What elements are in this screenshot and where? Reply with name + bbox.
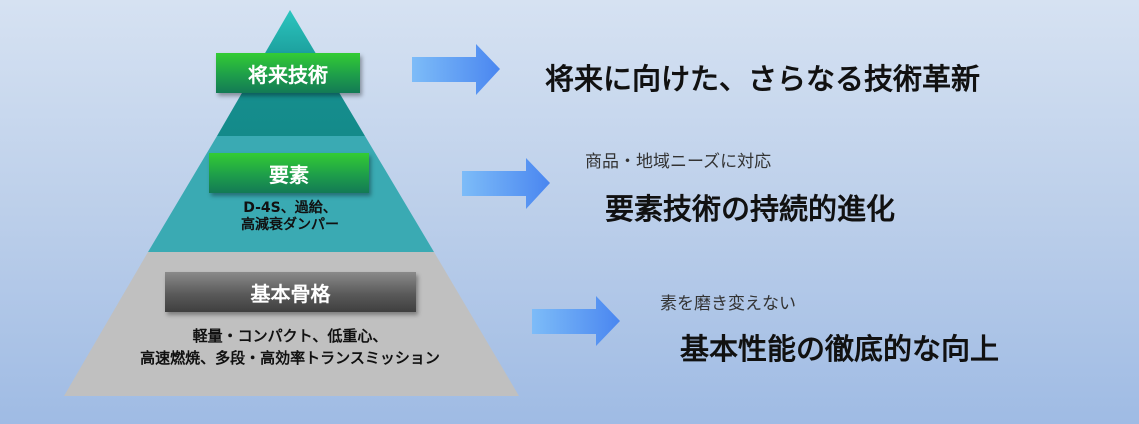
basic-frame-subtitle: 素を磨き変えない [660, 294, 796, 314]
arrow-middle [462, 158, 550, 209]
basic-frame-detail: 軽量・コンパクト、低重心、 高速燃焼、多段・高効率トランスミッション [90, 326, 490, 370]
elements-title: 要素技術の持続的進化 [605, 192, 896, 226]
elements-detail-line1: D-4S、過給、 [243, 200, 337, 216]
basic-frame-label: 基本骨格 [165, 272, 416, 312]
future-tech-title: 将来に向けた、さらなる技術革新 [545, 62, 981, 96]
elements-label: 要素 [209, 153, 369, 193]
basic-frame-detail-line1: 軽量・コンパクト、低重心、 [192, 327, 388, 345]
elements-detail-line2: 高減衰ダンパー [241, 216, 339, 233]
future-tech-label: 将来技術 [216, 53, 360, 93]
arrow-bottom [532, 296, 620, 346]
elements-subtitle: 商品・地域ニーズに対応 [585, 152, 772, 172]
basic-frame-detail-line2: 高速燃焼、多段・高効率トランスミッション [140, 348, 440, 367]
basic-frame-title: 基本性能の徹底的な向上 [680, 332, 1000, 366]
elements-detail: D-4S、過給、 高減衰ダンパー [190, 200, 390, 234]
arrow-top [412, 44, 500, 95]
